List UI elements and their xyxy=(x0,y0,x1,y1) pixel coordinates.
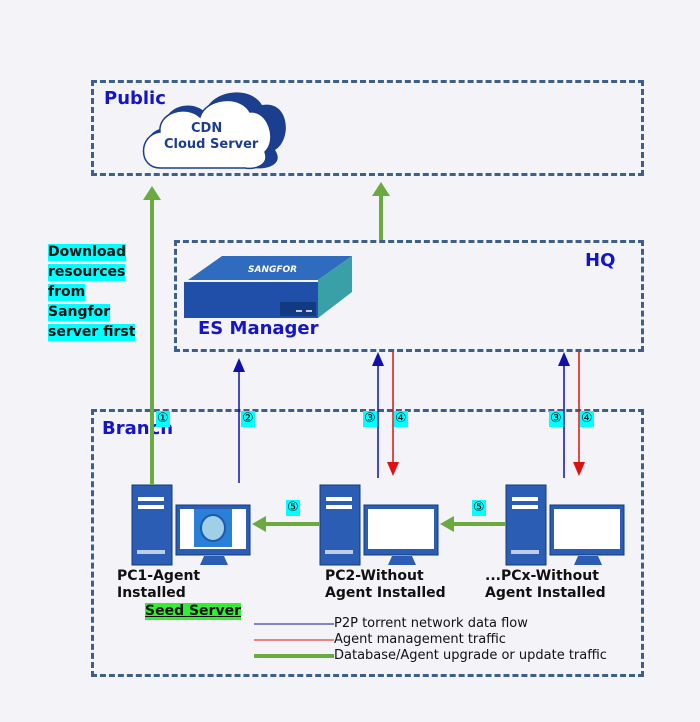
arrow-hq-to-public xyxy=(372,182,390,240)
pcx-label-line2: Agent Installed xyxy=(485,585,606,601)
arrow-pcx-to-pc2 xyxy=(440,516,506,532)
arrow-manager-to-pcx xyxy=(573,352,585,476)
hq-zone xyxy=(174,240,644,352)
step-badge-4-pc2: ④ xyxy=(394,411,408,427)
arrow-pcx-to-manager xyxy=(558,352,570,478)
es-manager-label: ES Manager xyxy=(198,318,319,339)
step-badge-2: ② xyxy=(241,411,255,427)
pc1-label-line1: PC1-Agent xyxy=(117,568,201,584)
cloud-label-line2: Cloud Server xyxy=(164,137,259,152)
arrow-manager-to-pc2 xyxy=(387,352,399,476)
sangfor-brand: SANGFOR xyxy=(248,265,298,275)
pcx-icon xyxy=(505,484,625,566)
step-badge-3-pcx: ③ xyxy=(549,411,563,427)
legend-label-p2p: P2P torrent network data flow xyxy=(334,616,528,631)
arrow-pc1-to-cdn xyxy=(143,186,161,485)
arrow-pc2-to-manager xyxy=(372,352,384,478)
arrow-pc1-to-manager xyxy=(233,358,245,483)
cloud-icon xyxy=(142,92,286,170)
step-badge-5-pcx: ⑤ xyxy=(472,500,486,516)
branch-zone-label: Branch xyxy=(102,418,174,439)
pc2-label-line2: Agent Installed xyxy=(325,585,446,601)
arrow-pc2-to-pc1 xyxy=(252,516,320,532)
es-manager-appliance-icon xyxy=(184,256,352,318)
public-zone xyxy=(91,80,644,176)
step-badge-3-pc2: ③ xyxy=(363,411,377,427)
cloud-label-line1: CDN xyxy=(191,121,223,136)
pcx-label-line1: ...PCx-Without xyxy=(485,568,599,584)
legend-label-upgrade: Database/Agent upgrade or update traffic xyxy=(334,648,607,663)
step-badge-1: ① xyxy=(156,411,170,427)
step-badge-4-pcx: ④ xyxy=(580,411,594,427)
download-note: Download resources from Sangfor server f… xyxy=(48,244,136,341)
seed-server-label: Seed Server xyxy=(145,603,241,620)
step-badge-5-pc2: ⑤ xyxy=(286,500,300,516)
branch-zone xyxy=(91,409,644,677)
pc2-icon xyxy=(319,484,439,566)
pc1-label-line2: Installed xyxy=(117,585,186,601)
pc2-label-line1: PC2-Without xyxy=(325,568,424,584)
legend-label-management: Agent management traffic xyxy=(334,632,506,647)
hq-zone-label: HQ xyxy=(585,250,616,271)
public-zone-label: Public xyxy=(104,88,166,109)
pc1-icon xyxy=(131,484,251,566)
